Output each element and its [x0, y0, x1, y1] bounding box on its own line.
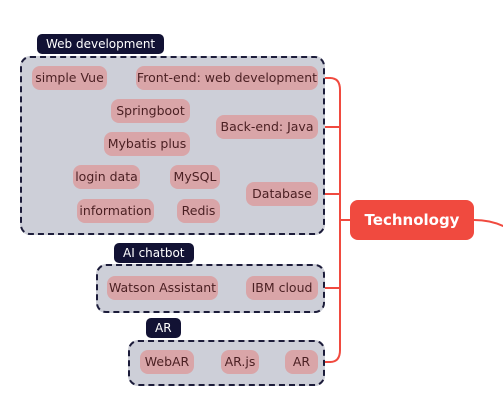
group-tag-ai-chatbot: AI chatbot [114, 243, 194, 263]
node-information[interactable]: information [77, 199, 154, 223]
node-springboot[interactable]: Springboot [111, 99, 190, 123]
node-arjs[interactable]: AR.js [221, 350, 259, 374]
node-redis[interactable]: Redis [177, 199, 220, 223]
root-outgoing-link [473, 219, 503, 227]
node-ar[interactable]: AR [285, 350, 318, 374]
root-node-technology[interactable]: Technology [350, 200, 474, 240]
node-mybatis-plus[interactable]: Mybatis plus [104, 132, 190, 156]
group-tag-ar: AR [146, 318, 181, 338]
node-backend[interactable]: Back-end: Java [216, 115, 318, 139]
node-frontend[interactable]: Front-end: web development [136, 66, 318, 90]
root-spine [329, 77, 341, 363]
node-mysql[interactable]: MySQL [170, 165, 220, 189]
group-tag-web-development: Web development [37, 34, 165, 54]
node-login-data[interactable]: login data [73, 165, 140, 189]
node-ibm-cloud[interactable]: IBM cloud [246, 276, 318, 300]
node-watson-assistant[interactable]: Watson Assistant [107, 276, 218, 300]
node-webar[interactable]: WebAR [140, 350, 194, 374]
node-database[interactable]: Database [246, 182, 318, 206]
node-simple-vue[interactable]: simple Vue [32, 66, 107, 90]
